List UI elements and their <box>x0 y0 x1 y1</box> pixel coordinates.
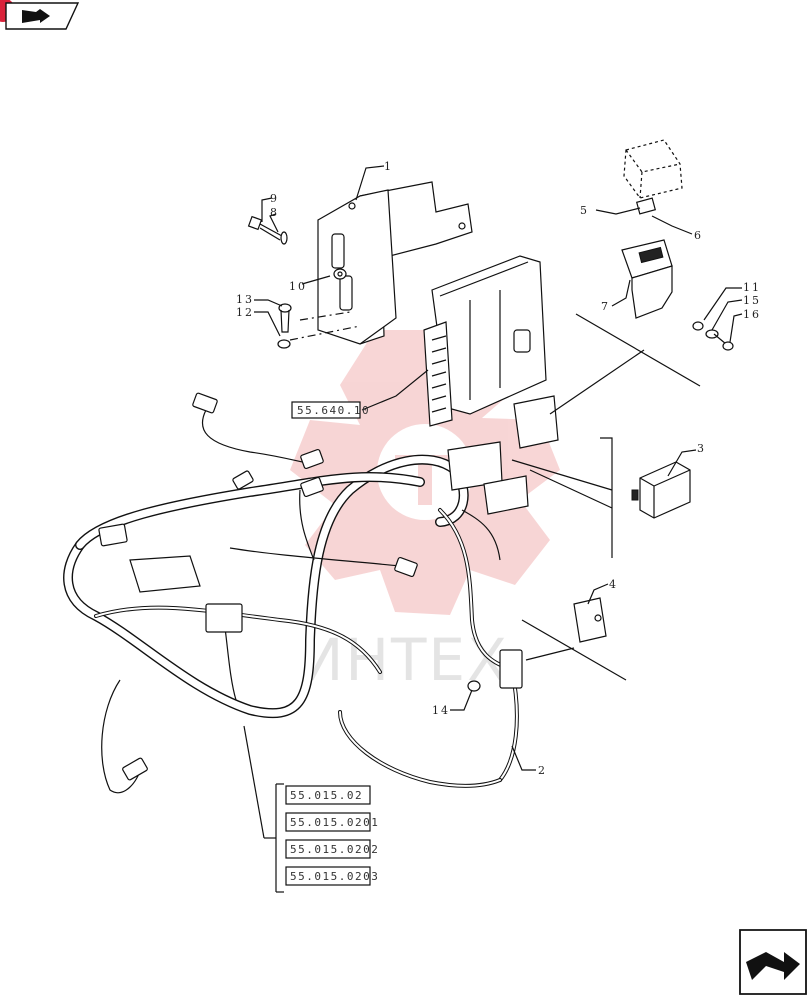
callout-4: 4 <box>609 578 618 591</box>
leader-lines <box>243 165 743 893</box>
reference-harness-3-text: 55.015.0202 <box>290 843 379 856</box>
nut-10 <box>333 268 347 280</box>
reference-harness-1-text: 55.015.02 <box>290 789 363 802</box>
book-arrow-icon[interactable] <box>0 0 80 30</box>
screw-16 <box>692 321 734 351</box>
ecu-module <box>423 255 547 427</box>
callout-13: 13 <box>236 293 254 306</box>
callout-9: 9 <box>270 192 279 205</box>
reference-harness-2-text: 55.015.0201 <box>290 816 379 829</box>
callout-6: 6 <box>694 229 703 242</box>
callout-14: 14 <box>432 704 450 717</box>
callout-2: 2 <box>538 764 547 777</box>
reference-harness-4[interactable]: 55.015.0203 <box>285 866 379 886</box>
reference-harness-2[interactable]: 55.015.0201 <box>285 812 379 832</box>
wiring-harness <box>63 392 559 794</box>
pad-4 <box>573 597 607 643</box>
callout-7: 7 <box>601 300 610 313</box>
relay-3 <box>631 461 691 519</box>
callout-1: 1 <box>384 160 393 173</box>
callout-labels: 1 2 3 4 5 6 7 9 8 10 11 15 16 13 12 14 <box>236 160 761 777</box>
next-page-arrow-icon[interactable] <box>739 929 807 995</box>
callout-10: 10 <box>289 280 307 293</box>
relay-cover <box>623 139 683 215</box>
mounting-bracket <box>289 181 473 345</box>
callout-5: 5 <box>580 204 589 217</box>
callout-11: 11 <box>743 281 761 294</box>
reference-ecu[interactable]: 55.640.10 <box>291 401 370 419</box>
callout-8: 8 <box>270 206 279 219</box>
callout-12: 12 <box>236 306 254 319</box>
reference-harness-1[interactable]: 55.015.02 <box>285 785 371 805</box>
bolt-13 <box>277 303 292 349</box>
relay-socket <box>621 239 673 319</box>
callout-3: 3 <box>697 442 706 455</box>
reference-harness-4-text: 55.015.0203 <box>290 870 379 883</box>
reference-harness-3[interactable]: 55.015.0202 <box>285 839 379 859</box>
reference-ecu-text: 55.640.10 <box>297 404 370 417</box>
callout-15: 15 <box>743 294 761 307</box>
callout-16: 16 <box>743 308 761 321</box>
bolt-9 <box>247 215 288 245</box>
